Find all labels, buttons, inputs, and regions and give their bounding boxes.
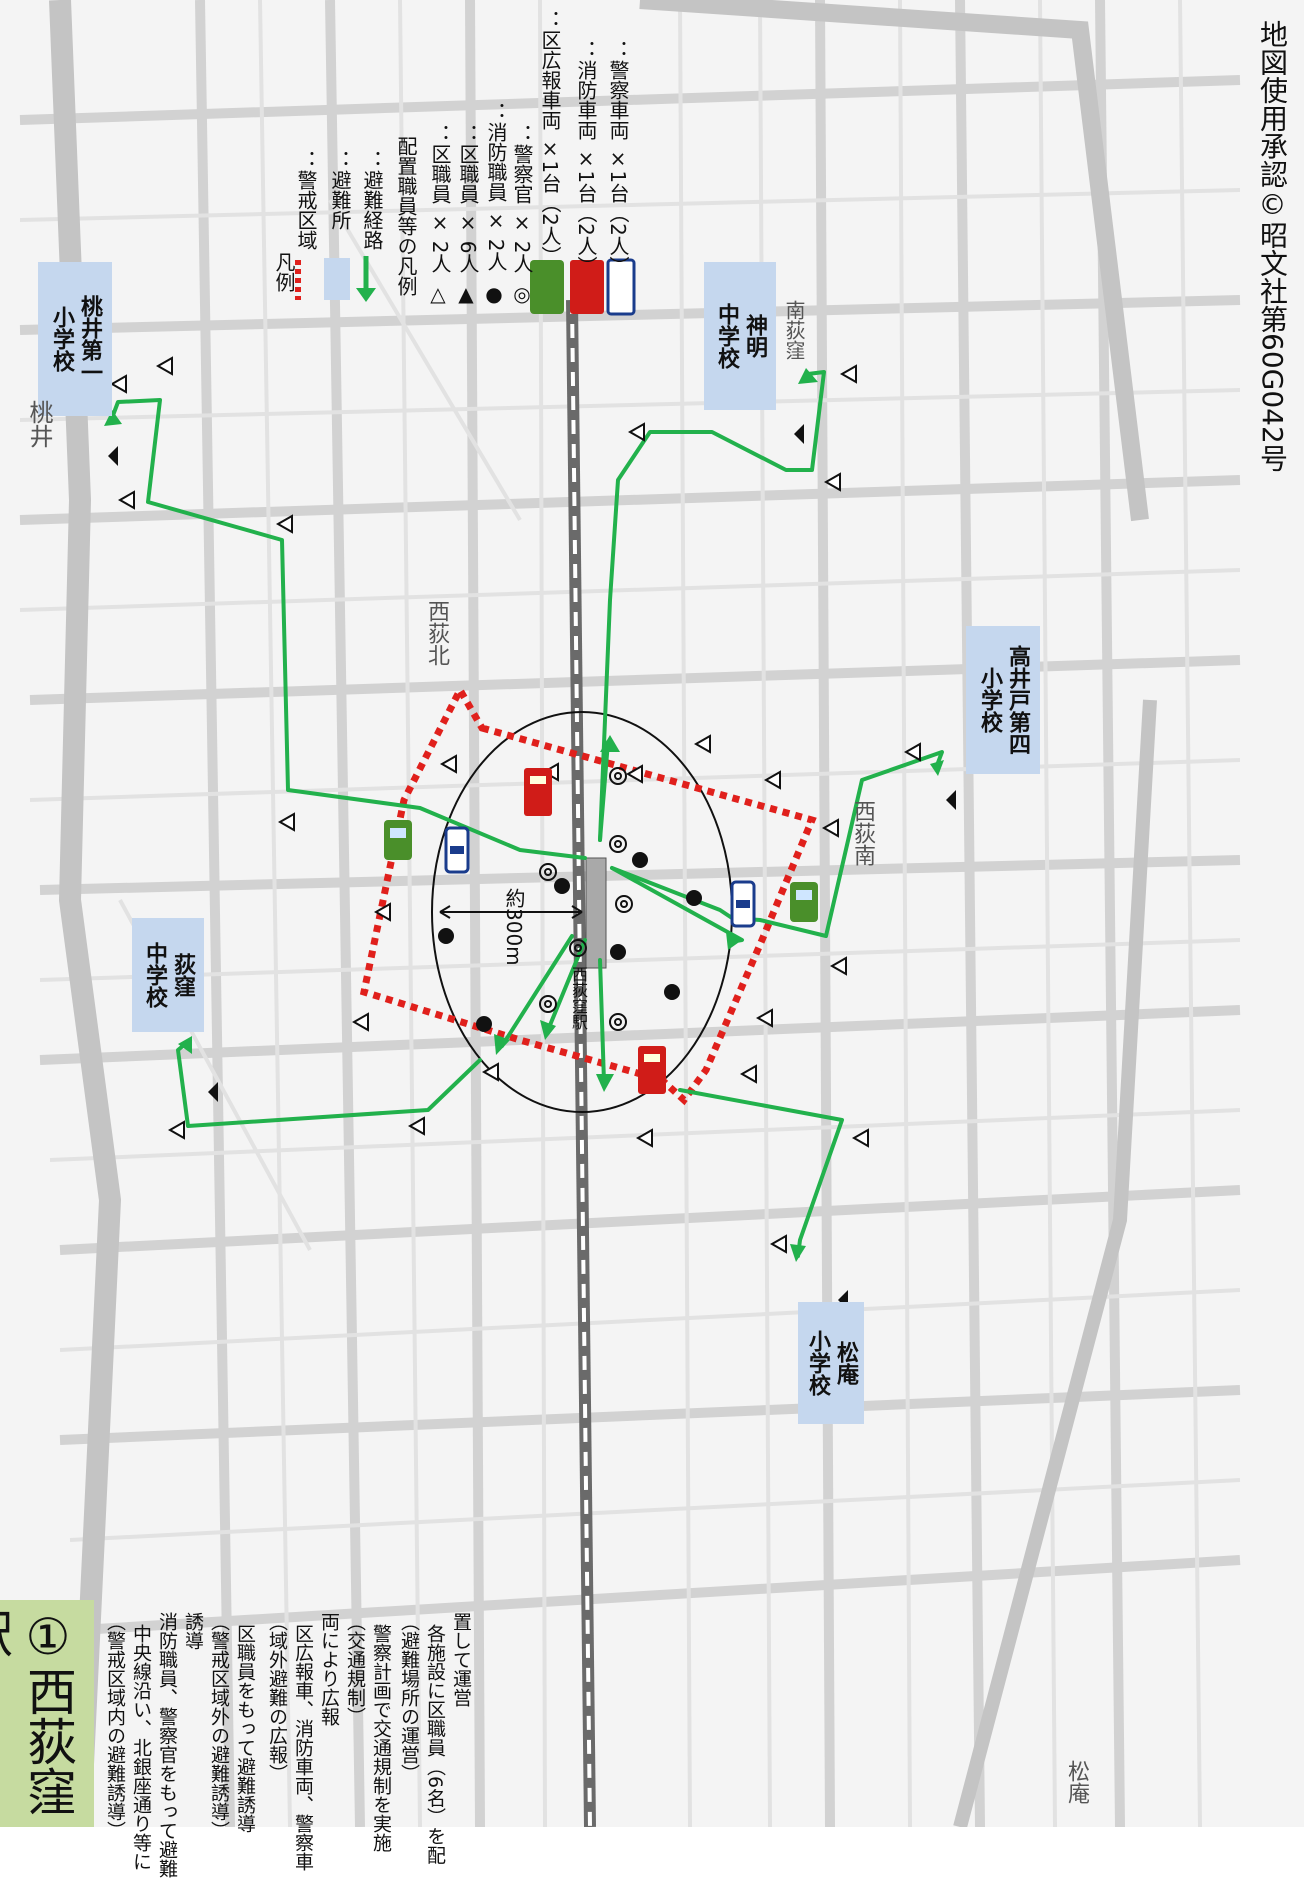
pr-vehicle-icon [790,882,818,922]
fire-truck-icon [524,768,552,816]
shelter-ogikubo-junior-high: 荻窪中学校 [132,918,204,1032]
map-canvas [0,0,1304,1827]
note-line: （警戒区域外の避難誘導） [208,1612,230,1840]
legend-staff-label: ：警察官 × 2人 [510,124,534,274]
note-line: 両により広報 [318,1612,340,1726]
legend-staff-label: ：警察車両 ×1台（2人） [606,40,630,276]
route-arrowheads [104,368,944,1262]
shelter-name-line2: 小学校 [977,667,1002,733]
note-line: （避難場所の運営） [398,1612,420,1783]
legend-symbol: △ [426,282,450,306]
radius-label: 約300m [502,888,526,966]
shelter-name-line1: 高井戸第四 [1005,645,1030,755]
shelter-name-line2: 中学校 [714,303,739,369]
shelter-takaido-daiyon-elementary: 高井戸第四小学校 [966,626,1040,774]
shelter-name-line1: 松庵 [833,1341,858,1385]
note-line: 置して運営 [450,1612,472,1707]
page-title: ①西荻窪駅 [0,1608,77,1816]
police-car-icon [444,826,470,874]
legend-staff-label: ：区広報車両 ×1台（2人） [538,10,562,266]
pr-vehicle-icon [384,820,412,860]
station-label: 西荻窪駅 [569,966,588,1030]
note-line: 中央線沿い、北銀座通り等に [130,1624,152,1871]
note-line: 区広報車、消防車両、警察車 [292,1624,314,1871]
title-box: ①西荻窪駅 [0,1600,94,1827]
note-line: 誘導 [182,1612,204,1650]
fire-truck-icon [638,1046,666,1094]
note-line: （域外避難の広報） [266,1612,288,1783]
legend-graphics [295,256,636,316]
shelter-name-line2: 小学校 [49,306,74,372]
shelter-name-line1: 神明 [742,314,767,358]
area-label-momoi: 桃井 [25,400,53,448]
station-building [585,857,607,969]
legend-heading: 凡例 [272,252,296,292]
legend-staff-label: ：区職員 × 6人 [456,124,480,274]
legend-staff-heading: 配置職員等の凡例 [394,136,418,296]
legend-symbol: ▲ [454,282,478,306]
ward-staff-markers [109,356,921,1254]
legend-staff-label: ：消防職員 × 2人 [484,102,508,272]
legend-shelter-label: ：避難所 [328,150,352,230]
shelter-momoi-daiichi-elementary: 桃井第一小学校 [38,262,112,416]
street-grid [19,0,1241,1827]
main-road-right [639,0,1149,522]
area-label-shoan: 松庵 [1064,1760,1089,1804]
legend-staff-label: ：区職員 × 2人 [428,124,452,274]
shelter-name-line2: 小学校 [805,1330,830,1396]
copyright: 地図使用承認©昭文社第60G042号 [1256,20,1289,472]
shelter-shinmei-junior-high: 神明中学校 [704,262,776,410]
legend-symbol: ● [482,282,506,306]
note-line: （警戒区域内の避難誘導） [104,1612,126,1840]
police-car-icon [730,880,756,928]
note-line: 各施設に区職員（6名）を配 [424,1624,446,1865]
legend-staff-label: ：消防車両 ×1台（2人） [574,40,598,276]
legend-route-label: ：避難経路 [360,150,384,250]
shelter-name-line2: 中学校 [142,942,167,1008]
note-line: 警察計画で交通規制を実施 [370,1624,392,1852]
note-line: 区職員をもって避難誘導 [234,1624,256,1833]
legend-zone-label: ：警戒区域 [294,150,318,250]
police-markers [539,767,633,1031]
shelter-name-line1: 桃井第一 [77,295,102,383]
legend-symbol: ◎ [510,282,534,306]
shelter-shoan-elementary: 松庵小学校 [798,1302,864,1424]
area-label-minami-ogikubo: 南荻窪 [782,300,806,360]
fire-staff-markers [438,852,702,1032]
shelter-name-line1: 荻窪 [170,953,195,997]
note-line: （交通規制） [344,1612,366,1726]
area-label-nishiogi-minami: 西荻南 [850,800,875,866]
area-label-nishiogi-kita: 西荻北 [424,600,449,666]
chuo-line-railway [566,299,596,1827]
note-line: 消防職員、警察官をもって避難 [156,1612,178,1878]
